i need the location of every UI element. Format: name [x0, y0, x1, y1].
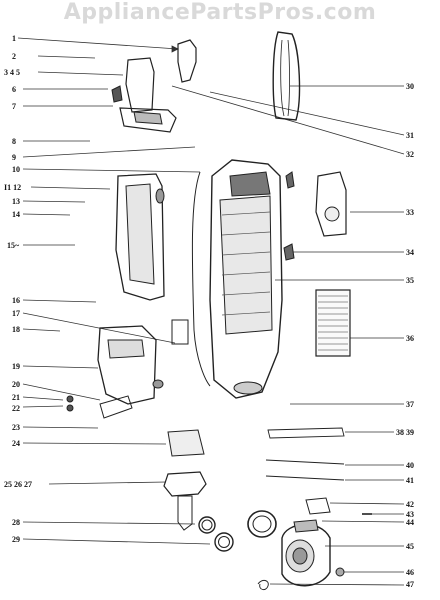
callout-label-left: 19	[12, 362, 20, 371]
callout-label-left: 13	[12, 197, 20, 206]
part-handle-base	[119, 107, 177, 133]
part-side-bracket	[315, 171, 347, 237]
part-wire-41	[265, 475, 345, 481]
callout-label-right: 38 39	[396, 428, 414, 437]
part-power-cord	[272, 31, 301, 121]
callout-label-left: 18	[12, 325, 20, 334]
part-filter	[315, 289, 351, 357]
callout-label-left: 2	[12, 52, 16, 61]
watermark: AppliancePartsPros.com	[63, 0, 377, 25]
callout-label-left: 28	[12, 518, 20, 527]
callout-label-right: 43	[406, 510, 414, 519]
part-clip-34	[283, 243, 295, 261]
callout-label-left: 15~	[7, 241, 20, 250]
callout-label-right: 36	[406, 334, 414, 343]
part-ring-28	[198, 516, 216, 534]
callout-label-left: 22	[12, 404, 20, 413]
callout-label-right: 47	[406, 580, 414, 589]
callout-label-right: 30	[406, 82, 414, 91]
part-nut-46	[335, 567, 345, 577]
part-hose	[191, 171, 211, 387]
callout-label-left: 7	[12, 102, 16, 111]
callout-label-left: 14	[12, 210, 20, 219]
part-wire-40	[265, 459, 345, 465]
part-rod-38	[267, 427, 345, 439]
callout-label-left: 23	[12, 423, 20, 432]
part-pad-24	[167, 429, 205, 457]
callout-label-right: 31	[406, 131, 414, 140]
callout-label-left: 21	[12, 393, 20, 402]
callout-label-left: 6	[12, 85, 16, 94]
callout-label-right: 40	[406, 461, 414, 470]
part-clip-upper	[285, 171, 295, 189]
part-bag-housing	[97, 325, 157, 405]
part-handle-top	[125, 57, 155, 113]
leader-lines	[17, 37, 405, 586]
callout-label-right: 46	[406, 568, 414, 577]
part-handle-cap	[177, 39, 197, 83]
callout-label-right: 35	[406, 276, 414, 285]
callout-label-left: 1	[12, 34, 16, 43]
callout-label-right: 42	[406, 500, 414, 509]
callout-label-right: 34	[406, 248, 414, 257]
part-swivel-neck	[163, 471, 207, 497]
callout-label-left: 17	[12, 309, 20, 318]
part-gasket-44	[247, 510, 277, 538]
callout-label-left: 29	[12, 535, 20, 544]
callout-label-right: 37	[406, 400, 414, 409]
part-bracket-17	[171, 319, 189, 345]
callout-label-right: 33	[406, 208, 414, 217]
callout-label-left: I1 12	[4, 183, 22, 192]
callout-label-right: 41	[406, 476, 414, 485]
callout-label-right: 44	[406, 518, 414, 527]
part-ring-29	[214, 532, 234, 552]
part-front-cover	[115, 173, 165, 301]
callout-label-left: 3 4 5	[4, 68, 20, 77]
part-motor	[281, 523, 331, 587]
callout-label-right: 45	[406, 542, 414, 551]
part-main-body	[209, 159, 283, 399]
callout-label-left: 8	[12, 137, 16, 146]
part-latch-20	[99, 395, 133, 419]
callout-label-right: 32	[406, 150, 414, 159]
callout-label-left: 16	[12, 296, 20, 305]
part-spring-47	[257, 579, 269, 591]
part-handle-grip	[111, 85, 123, 103]
part-plate-42	[305, 497, 331, 515]
callout-label-left: 24	[12, 439, 20, 448]
callout-label-left: 20	[12, 380, 20, 389]
callout-label-left: 10	[12, 165, 20, 174]
callout-label-left: 25 26 27	[4, 480, 32, 489]
callout-label-left: 9	[12, 153, 16, 162]
